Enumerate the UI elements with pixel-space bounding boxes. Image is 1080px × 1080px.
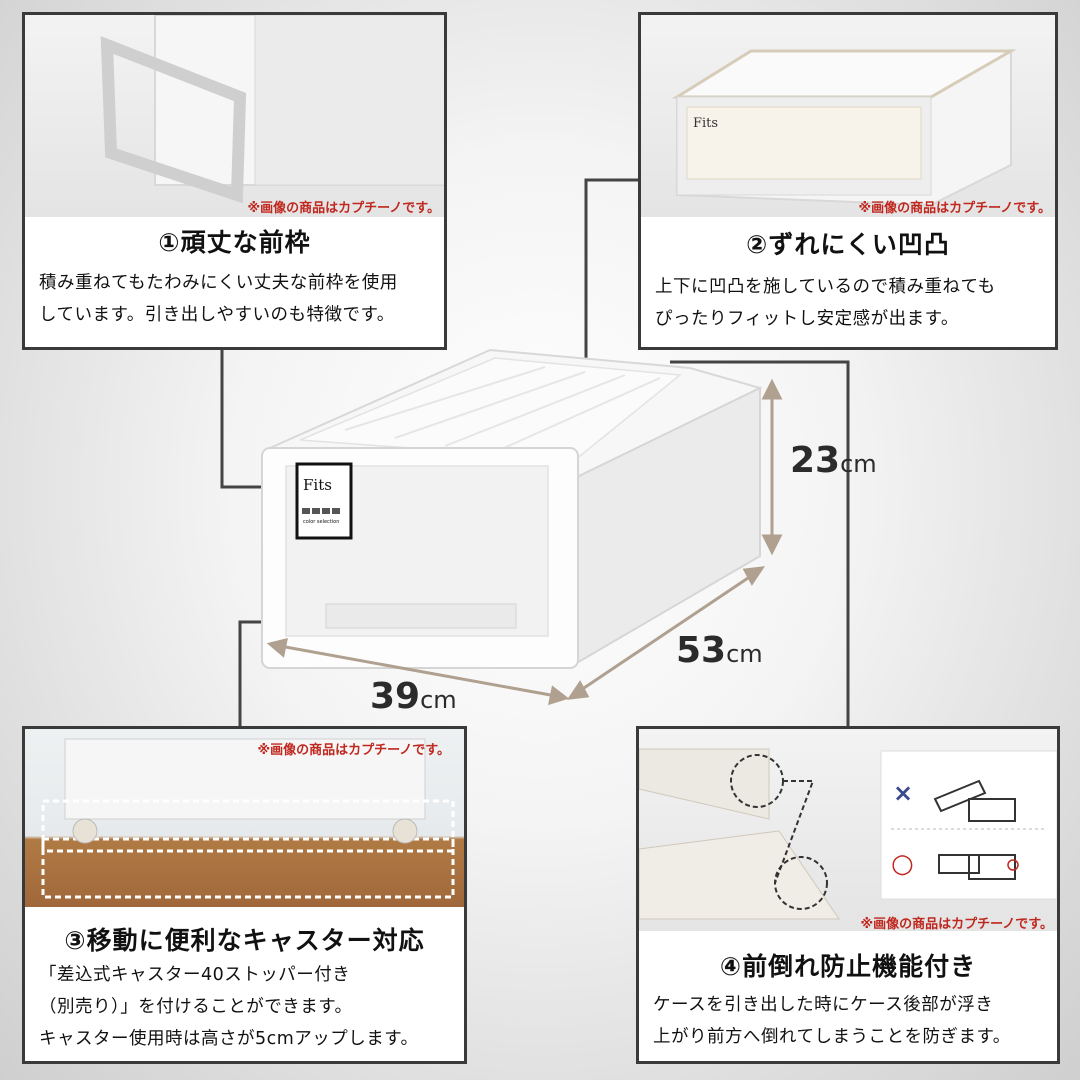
panel-description: 上下に凹凸を施しているので積み重ねても ぴったりフィットし安定感が出ます。 xyxy=(655,271,996,335)
width-value: 39 xyxy=(370,676,421,717)
brand-label xyxy=(295,462,353,540)
desc-line: ケースを引き出した時にケース後部が浮き xyxy=(653,995,994,1015)
panel-title: ④前倒れ防止機能付き xyxy=(719,952,977,981)
panel-description: 積み重ねてもたわみにくい丈夫な前枠を使用 しています。引き出しやすいのも特徴です… xyxy=(39,267,398,331)
panel-description: 「差込式キャスター40ストッパー付き （別売り）」を付けることができます。 キャ… xyxy=(39,959,419,1055)
panel-title: ①頑丈な前枠 xyxy=(158,228,311,257)
brand-sub: color selection xyxy=(303,519,340,525)
width-dimension: 39cm xyxy=(370,676,457,717)
panel-caster: ※画像の商品はカプチーノです。 ③移動に便利なキャスター対応 「差込式キャスター… xyxy=(22,726,467,1064)
note-cappuccino: ※画像の商品はカプチーノです。 xyxy=(860,917,1053,932)
desc-line: ぴったりフィットし安定感が出ます。 xyxy=(655,309,959,329)
panel-title: ③移動に便利なキャスター対応 xyxy=(64,926,425,955)
photo-top-ridges: Fits xyxy=(641,15,1055,217)
desc-line: 積み重ねてもたわみにくい丈夫な前枠を使用 xyxy=(39,273,398,293)
note-cappuccino: ※画像の商品はカプチーノです。 xyxy=(858,201,1051,216)
photo-front-frame xyxy=(25,15,444,217)
svg-text:Fits: Fits xyxy=(693,116,718,131)
panel-title: ②ずれにくい凹凸 xyxy=(746,230,950,259)
desc-line: キャスター使用時は高さが5cmアップします。 xyxy=(39,1029,419,1049)
photo-casters xyxy=(25,729,464,907)
note-cappuccino: ※画像の商品はカプチーノです。 xyxy=(247,201,440,216)
height-dimension: 23cm xyxy=(790,440,877,481)
desc-line: しています。引き出しやすいのも特徴です。 xyxy=(39,305,395,325)
note-cappuccino: ※画像の商品はカプチーノです。 xyxy=(257,743,450,758)
depth-unit: cm xyxy=(726,640,763,668)
height-value: 23 xyxy=(790,440,841,481)
desc-line: 上がり前方へ倒れてしまうことを防ぎます。 xyxy=(653,1027,1011,1047)
good-mark: ○ xyxy=(891,849,914,879)
brand-text: Fits xyxy=(303,476,332,494)
desc-line: 「差込式キャスター40ストッパー付き xyxy=(39,965,351,985)
width-unit: cm xyxy=(420,686,457,714)
panel-sturdy-frame: ※画像の商品はカプチーノです。 ①頑丈な前枠 積み重ねてもたわみにくい丈夫な前枠… xyxy=(22,12,447,350)
desc-line: （別売り）」を付けることができます。 xyxy=(39,997,353,1017)
desc-line: 上下に凹凸を施しているので積み重ねても xyxy=(655,277,996,297)
panel-description: ケースを引き出した時にケース後部が浮き 上がり前方へ倒れてしまうことを防ぎます。 xyxy=(653,989,1011,1053)
panel-anti-slip: Fits ※画像の商品はカプチーノです。 ②ずれにくい凹凸 上下に凹凸を施してい… xyxy=(638,12,1058,350)
depth-value: 53 xyxy=(676,630,727,671)
photo-anti-tip xyxy=(639,729,1057,931)
bad-mark: × xyxy=(893,779,914,807)
height-unit: cm xyxy=(840,450,877,478)
panel-anti-tip: × ○ ※画像の商品はカプチーノです。 ④前倒れ防止機能付き ケースを引き出した… xyxy=(636,726,1060,1064)
depth-dimension: 53cm xyxy=(676,630,763,671)
